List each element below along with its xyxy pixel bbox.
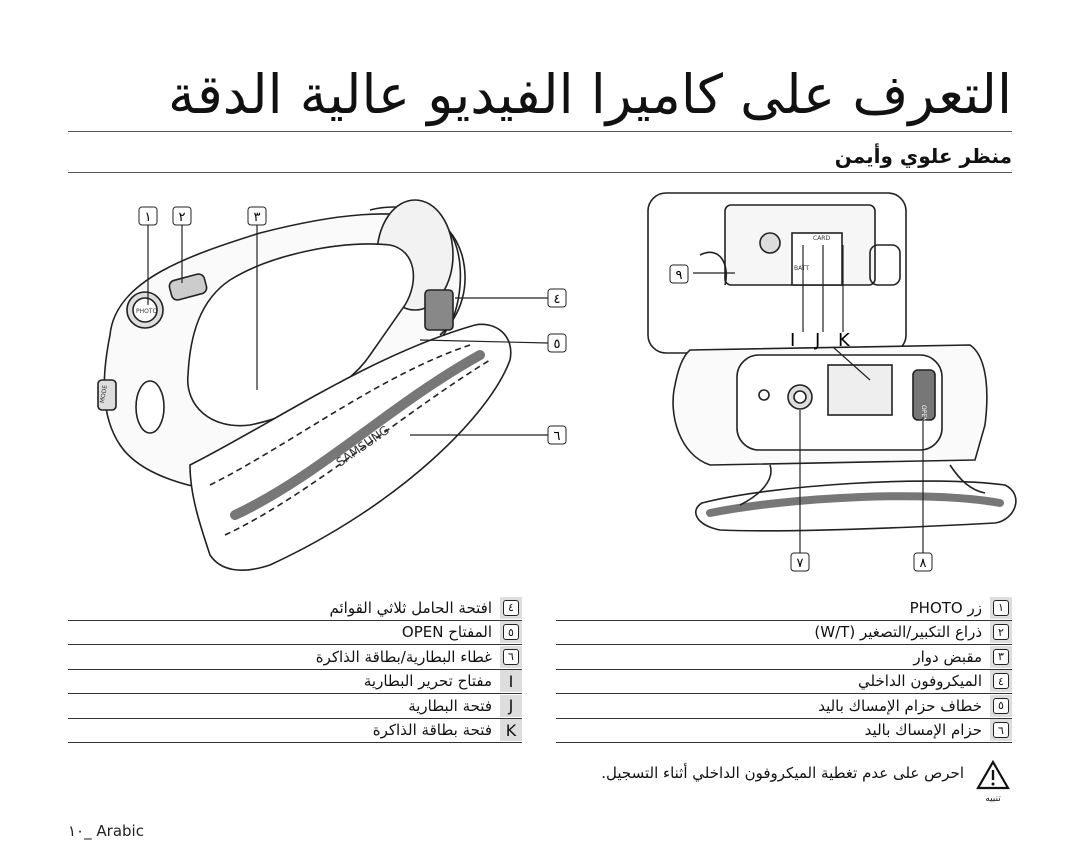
camcorder-diagram: SAMSUNG PHOTO MODE ١ ٢ ٣ ٤: [70, 185, 1040, 590]
legend-number: J: [508, 696, 514, 716]
right-callout-lines: [693, 245, 924, 553]
legend-number: ٣: [993, 648, 1009, 665]
title-divider: [68, 131, 1012, 132]
photo-button-label: PHOTO: [136, 308, 158, 315]
mode-button-label: MODE: [99, 384, 109, 403]
left-callout-lines: [147, 222, 549, 436]
callout-box-8: ٨: [913, 552, 933, 572]
legend-text: فتحة بطاقة الذاكرة: [372, 721, 492, 740]
legend-text: ذراع التكبير/التصغير (W/T): [814, 623, 982, 642]
card-slot-label: CARD: [813, 235, 830, 242]
svg-text:٥: ٥: [554, 337, 561, 352]
subtitle-divider: [68, 172, 1012, 173]
legend-item: ٣ مقبض دوار: [556, 645, 1012, 670]
legend-text: افتحة الحامل ثلاثي القوائم: [329, 598, 492, 617]
battery-slot-label: BATT: [794, 265, 809, 272]
legend-number: I: [508, 671, 514, 691]
legend-left: ٤ افتحة الحامل ثلاثي القوائم ٥ المفتاح OPE…: [68, 596, 522, 743]
camcorder-bottom-view: CARD BATT OPEN: [647, 192, 1017, 532]
legend-item: K فتحة بطاقة الذاكرة: [68, 719, 522, 743]
callout-j: J: [814, 330, 820, 351]
svg-text:٨: ٨: [920, 556, 927, 571]
svg-text:٣: ٣: [254, 210, 261, 225]
legend-text: خطاف حزام الإمساك باليد: [818, 696, 982, 715]
legend-text: زر PHOTO: [909, 598, 982, 617]
legend-number: ٢: [993, 624, 1009, 641]
legend-item: ٥ خطاف حزام الإمساك باليد: [556, 694, 1012, 719]
legend-text: غطاء البطارية/بطاقة الذاكرة: [315, 647, 492, 666]
legend-item: ١ زر PHOTO: [556, 596, 1012, 621]
svg-text:١: ١: [145, 210, 152, 225]
legend-text: مقبض دوار: [913, 647, 982, 666]
callout-box-3: ٣: [247, 206, 267, 226]
svg-text:٢: ٢: [179, 210, 186, 225]
callout-i: I: [790, 330, 795, 351]
page-footer: ١٠_ Arabic: [68, 822, 144, 840]
caution-note: تنبيه احرص على عدم تغطية الميكروفون الدا…: [512, 759, 1012, 804]
callout-box-5: ٥: [547, 333, 567, 353]
legend-item: ٥ المفتاح OPEN: [68, 621, 522, 645]
legend-text: مفتاح تحرير البطارية: [363, 672, 492, 691]
legend-number: ٦: [503, 648, 519, 665]
open-switch-label: OPEN: [920, 405, 927, 422]
legend-number: ٤: [993, 673, 1009, 690]
callout-box-6: ٦: [547, 425, 567, 445]
callout-box-4: ٤: [547, 288, 567, 308]
page-title: التعرف على كاميرا الفيديو عالية الدقة: [168, 63, 1012, 126]
legend-item: J فتحة البطارية: [68, 694, 522, 719]
warning-triangle-icon: [976, 759, 1010, 790]
legend-number: ٦: [993, 722, 1009, 739]
svg-text:٧: ٧: [797, 556, 804, 571]
legend-item: I مفتاح تحرير البطارية: [68, 670, 522, 694]
callout-box-2: ٢: [172, 206, 192, 226]
callout-k: K: [838, 330, 851, 351]
callout-box-1: ١: [138, 206, 158, 226]
legend-text: الميكروفون الداخلي: [858, 672, 982, 691]
camcorder-top-view: SAMSUNG PHOTO MODE: [97, 199, 512, 571]
section-subtitle: منظر علوي وأيمن: [834, 144, 1012, 168]
legend-number: ٥: [993, 697, 1009, 714]
legend-number: ٤: [503, 599, 519, 616]
legend-item: ٦ حزام الإمساك باليد: [556, 719, 1012, 743]
legend-item: ٤ افتحة الحامل ثلاثي القوائم: [68, 596, 522, 621]
legend-item: ٤ الميكروفون الداخلي: [556, 670, 1012, 694]
legend-item: ٦ غطاء البطارية/بطاقة الذاكرة: [68, 645, 522, 670]
svg-text:٤: ٤: [554, 292, 561, 307]
legend-text: فتحة البطارية: [408, 696, 492, 715]
caution-icon-block: تنبيه: [974, 759, 1012, 804]
legend-number: K: [505, 720, 517, 740]
legend-number: ٥: [503, 624, 519, 641]
callout-box-7: ٧: [790, 552, 810, 572]
svg-text:٩: ٩: [676, 268, 683, 283]
caution-text: احرص على عدم تغطية الميكروفون الداخلي أث…: [601, 764, 964, 782]
legend-text: حزام الإمساك باليد: [864, 721, 982, 740]
legend-item: ٢ ذراع التكبير/التصغير (W/T): [556, 621, 1012, 645]
callout-box-9: ٩: [669, 264, 689, 284]
legend-text: المفتاح OPEN: [401, 623, 492, 642]
caution-label: تنبيه: [985, 794, 1001, 804]
svg-text:٦: ٦: [554, 429, 561, 444]
legend-number: ١: [993, 599, 1009, 616]
